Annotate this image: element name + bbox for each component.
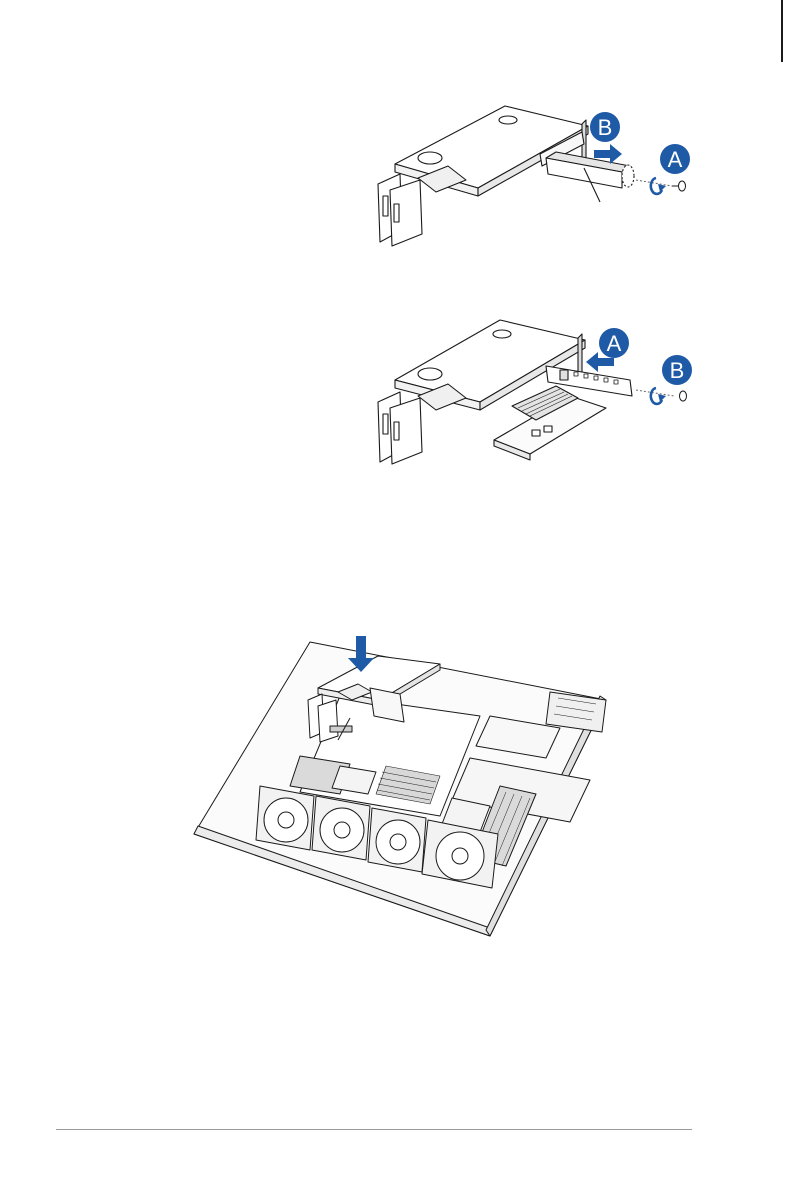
fan-2 (312, 796, 370, 860)
figure-install-card: A B (360, 316, 700, 481)
chassis-illustration (190, 636, 610, 936)
figure-remove-bracket: B A (360, 100, 700, 250)
riser-cage-illustration-2: A B (360, 316, 700, 481)
callout-a-badge: A (599, 328, 629, 358)
callout-b-badge: B (590, 112, 620, 142)
svg-text:A: A (607, 331, 622, 356)
fan-3 (368, 808, 426, 872)
riser-cage-illustration-1: B A (360, 100, 700, 250)
svg-text:B: B (670, 358, 685, 383)
svg-text:A: A (668, 147, 683, 172)
figure-install-riser (190, 636, 610, 936)
callout-a-badge: A (660, 144, 690, 174)
callout-b-badge: B (662, 355, 692, 385)
page-edge-rule (781, 0, 783, 62)
footer-rule (56, 1129, 692, 1130)
fan-1 (256, 786, 314, 850)
svg-text:B: B (598, 115, 613, 140)
